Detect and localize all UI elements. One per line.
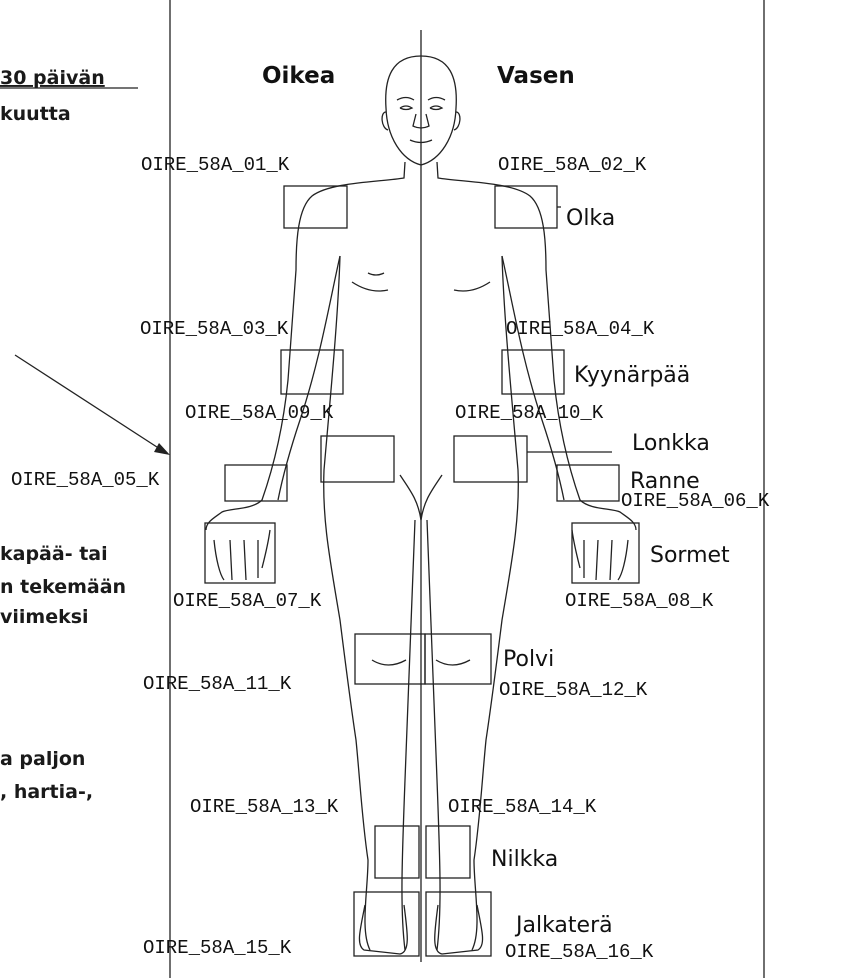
code-label-01: OIRE_58A_01_K [141,154,290,176]
cut-text-4: n tekemään [0,576,126,598]
body-part-olka: Olka [566,206,615,231]
code-label-16: OIRE_58A_16_K [505,941,654,963]
region-box-15-right-foot[interactable] [354,892,419,956]
left-foot [435,905,483,954]
left-torso-leg-outer [472,256,518,950]
right-hand-fingers [214,530,270,580]
code-label-02: OIRE_58A_02_K [498,154,647,176]
body-part-nilkka: Nilkka [491,847,558,872]
right-arm-inner [278,256,340,500]
cut-text-3: kapää- tai [0,543,108,565]
code-label-07: OIRE_58A_07_K [173,590,322,612]
header-left-side: Vasen [497,63,575,89]
cut-text-7: , hartia-, [0,781,93,803]
code-label-08: OIRE_58A_08_K [565,590,714,612]
body-part-ranne: Ranne [630,469,700,494]
cut-text-2: kuutta [0,103,71,125]
left-hand-fingers [572,530,628,580]
right-torso-leg-outer [324,256,370,950]
region-box-02-left-shoulder[interactable] [495,186,557,228]
region-box-11-right-knee[interactable] [355,634,425,684]
region-box-01-right-shoulder[interactable] [284,186,347,228]
left-arm-inner [502,256,564,500]
code-label-05: OIRE_58A_05_K [11,469,160,491]
code-label-15: OIRE_58A_15_K [143,937,292,959]
region-box-09-right-hip[interactable] [321,436,394,482]
cut-text-1: 30 päivän [0,67,105,89]
body-part-polvi: Polvi [503,647,554,672]
right-foot [359,905,407,954]
body-part-lonkka: Lonkka [632,431,710,456]
code-label-04: OIRE_58A_04_K [506,318,655,340]
pointer-arrow-line [15,355,160,449]
region-box-06-left-wrist[interactable] [557,465,619,501]
region-box-08-left-fingers[interactable] [572,523,639,583]
body-part-jalkatera: Jalkaterä [514,913,613,938]
body-part-sormet: Sormet [650,543,730,568]
code-label-10: OIRE_58A_10_K [455,402,604,424]
code-label-09: OIRE_58A_09_K [185,402,334,424]
code-label-03: OIRE_58A_03_K [140,318,289,340]
code-label-11: OIRE_58A_11_K [143,673,292,695]
header-right-side: Oikea [262,63,335,89]
cut-text-6: a paljon [0,748,85,770]
code-label-14: OIRE_58A_14_K [448,796,597,818]
region-box-14-left-ankle[interactable] [426,826,470,878]
cut-text-5: viimeksi [0,606,89,628]
region-box-13-right-ankle[interactable] [375,826,419,878]
right-shoulder-arm-outer [206,162,405,530]
pointer-arrowhead [154,443,170,455]
body-part-kyynarpaa: Kyynärpää [574,363,690,388]
region-box-05-right-wrist[interactable] [225,465,287,501]
code-label-13: OIRE_58A_13_K [190,796,339,818]
region-box-12-left-knee[interactable] [425,634,491,684]
code-label-12: OIRE_58A_12_K [499,679,648,701]
